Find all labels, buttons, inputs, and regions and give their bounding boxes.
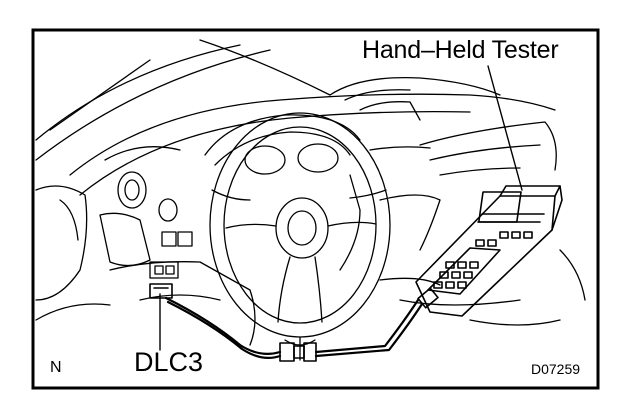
- cable-adaptor: [279, 342, 317, 362]
- dlc3-connector: [149, 283, 173, 299]
- center-console: [379, 249, 586, 326]
- tester-label: Hand–Held Tester: [362, 36, 559, 64]
- door-panel: [35, 185, 111, 321]
- steering-wheel: [209, 112, 391, 361]
- dlc3-label: DLC3: [134, 347, 204, 377]
- windshield-lines: [35, 39, 331, 161]
- hand-held-tester: [415, 185, 563, 317]
- left-vents: [99, 146, 193, 267]
- keypad: [433, 231, 533, 289]
- lower-dash: [109, 261, 256, 346]
- figure-frame: [31, 28, 600, 390]
- connection-cable: [164, 296, 424, 359]
- dashboard-outline: [69, 76, 557, 271]
- tester-leader-line: [487, 65, 523, 191]
- corner-mark: N: [50, 359, 62, 376]
- instrument-cluster: [204, 114, 361, 175]
- figure-code: D07259: [531, 361, 581, 377]
